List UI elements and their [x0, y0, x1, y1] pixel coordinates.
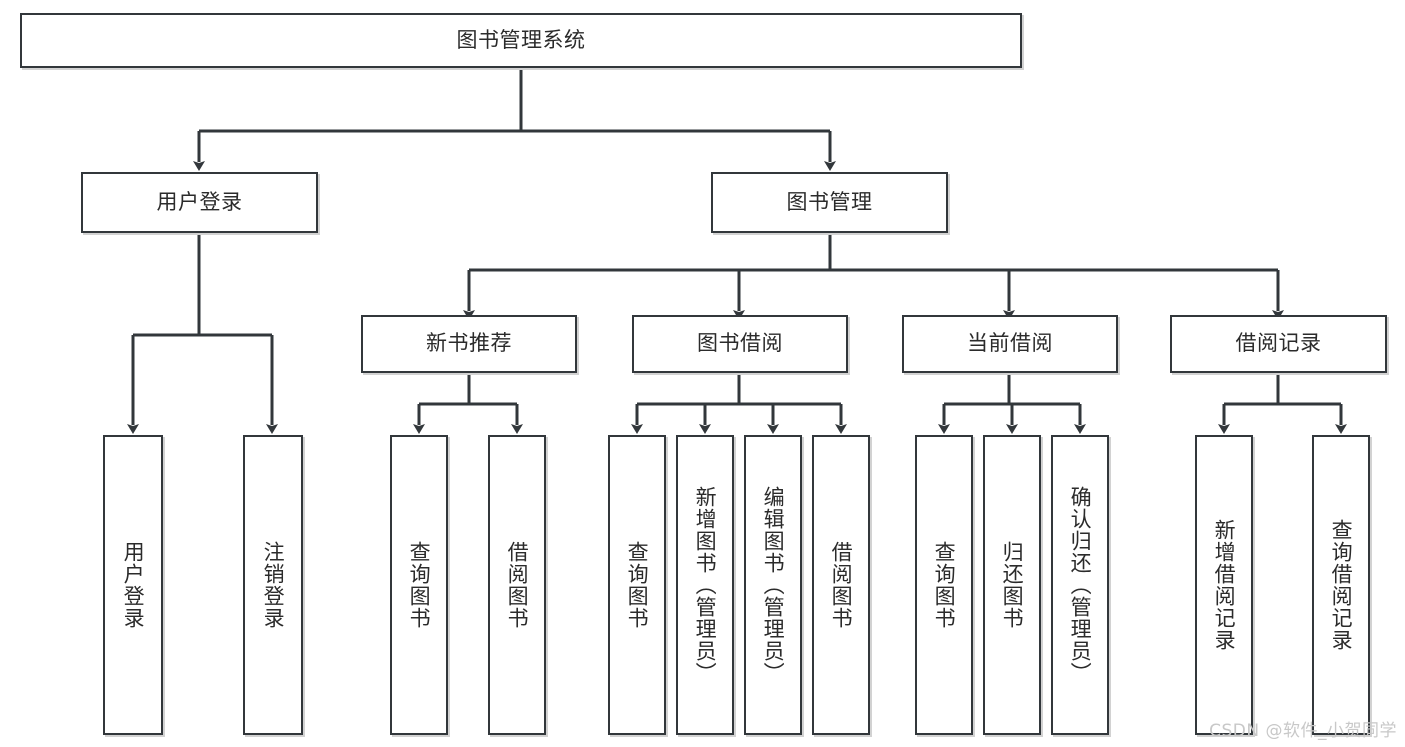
leaf-user-login-logout-label: 注销登录: [261, 541, 286, 629]
leaf-user-login-login[interactable]: 用户登录: [103, 435, 163, 735]
leaf-borrow-record-query-label: 查询借阅记录: [1329, 519, 1354, 651]
node-borrow-record[interactable]: 借阅记录: [1170, 315, 1387, 373]
node-new-book-recommend-label: 新书推荐: [426, 331, 512, 356]
node-user-login-label: 用户登录: [156, 189, 243, 214]
node-user-login[interactable]: 用户登录: [81, 172, 318, 233]
leaf-current-borrow-return-label: 归还图书: [1000, 541, 1025, 629]
leaf-current-borrow-return[interactable]: 归还图书: [983, 435, 1041, 735]
node-book-management-label: 图书管理: [786, 189, 873, 214]
leaf-new-book-borrow[interactable]: 借阅图书: [488, 435, 546, 735]
leaf-borrow-record-add-label: 新增借阅记录: [1212, 519, 1237, 651]
leaf-borrow-record-add[interactable]: 新增借阅记录: [1195, 435, 1253, 735]
leaf-book-borrow-borrow[interactable]: 借阅图书: [812, 435, 870, 735]
leaf-book-borrow-query[interactable]: 查询图书: [608, 435, 666, 735]
node-new-book-recommend[interactable]: 新书推荐: [361, 315, 577, 373]
leaf-book-borrow-edit[interactable]: 编辑图书（管理员）: [744, 435, 802, 735]
leaf-user-login-logout[interactable]: 注销登录: [243, 435, 303, 735]
leaf-book-borrow-add[interactable]: 新增图书（管理员）: [676, 435, 734, 735]
leaf-current-borrow-confirm[interactable]: 确认归还（管理员）: [1051, 435, 1109, 735]
leaf-book-borrow-edit-label: 编辑图书（管理员）: [761, 486, 786, 684]
node-borrow-record-label: 借阅记录: [1235, 331, 1322, 356]
leaf-book-borrow-query-label: 查询图书: [625, 541, 650, 629]
node-current-borrow[interactable]: 当前借阅: [902, 315, 1118, 373]
leaf-book-borrow-borrow-label: 借阅图书: [829, 541, 854, 629]
leaf-borrow-record-query[interactable]: 查询借阅记录: [1312, 435, 1370, 735]
leaf-user-login-login-label: 用户登录: [121, 541, 146, 629]
node-book-management[interactable]: 图书管理: [711, 172, 948, 233]
node-root-system-label: 图书管理系统: [456, 27, 586, 52]
leaf-current-borrow-query-label: 查询图书: [932, 541, 957, 629]
node-root-system[interactable]: 图书管理系统: [20, 13, 1022, 68]
leaf-new-book-query-label: 查询图书: [407, 541, 432, 629]
node-current-borrow-label: 当前借阅: [967, 331, 1053, 356]
leaf-new-book-borrow-label: 借阅图书: [505, 541, 530, 629]
node-book-borrow-label: 图书借阅: [697, 331, 783, 356]
leaf-current-borrow-confirm-label: 确认归还（管理员）: [1068, 486, 1093, 684]
node-book-borrow[interactable]: 图书借阅: [632, 315, 848, 373]
leaf-book-borrow-add-label: 新增图书（管理员）: [693, 486, 718, 684]
leaf-new-book-query[interactable]: 查询图书: [390, 435, 448, 735]
leaf-current-borrow-query[interactable]: 查询图书: [915, 435, 973, 735]
